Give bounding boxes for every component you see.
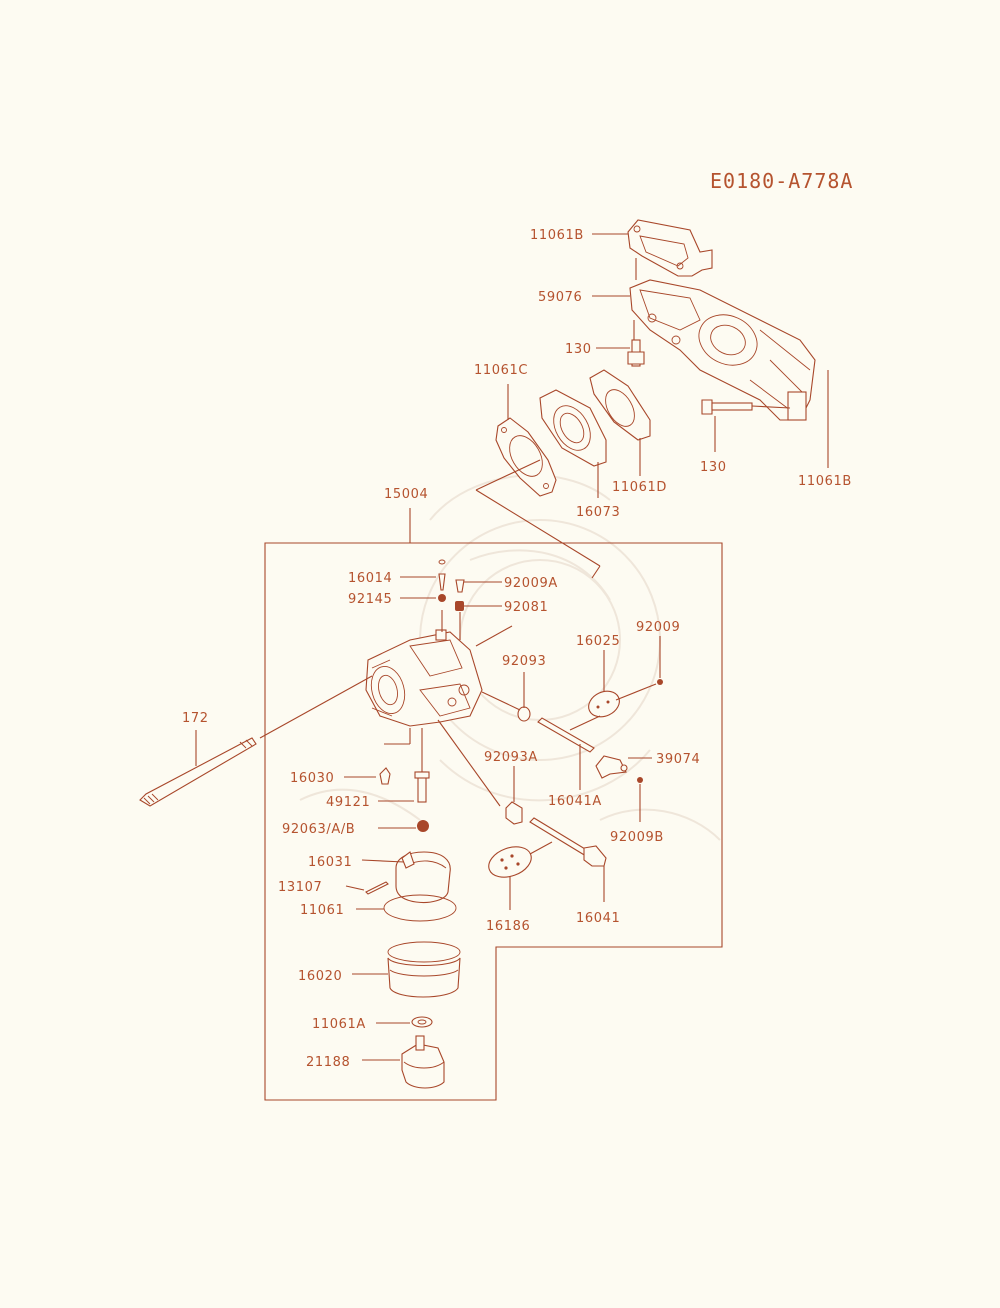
label-130-b: 130: [700, 460, 727, 475]
label-92093a: 92093A: [484, 750, 538, 765]
gasket-11061d: [589, 369, 651, 476]
screw-16014: [400, 559, 446, 591]
float-16031: [361, 851, 451, 904]
seal-92093: [517, 672, 531, 722]
label-16041a: 16041A: [548, 794, 602, 809]
spring-92081: [455, 601, 502, 611]
assembly-reference-line: [475, 459, 601, 579]
seal-92093a: [505, 766, 523, 825]
label-16031: 16031: [308, 855, 352, 870]
labels: 11061B 59076 130 11061C 130 11061D 11061…: [182, 228, 852, 1070]
label-92093: 92093: [502, 654, 546, 669]
diagram-code: E0180-A778A: [710, 169, 853, 193]
gasket-11061c: [495, 384, 557, 497]
label-92009a: 92009A: [504, 576, 558, 591]
label-172: 172: [182, 711, 209, 726]
label-11061d: 11061D: [612, 480, 667, 495]
washer-11061a: [376, 1016, 433, 1028]
assembly-boundary-15004: [264, 542, 723, 1101]
label-16014: 16014: [348, 571, 392, 586]
spring-92145: [400, 594, 446, 602]
label-21188: 21188: [306, 1055, 350, 1070]
label-16030: 16030: [290, 771, 334, 786]
label-16020: 16020: [298, 969, 342, 984]
label-15004: 15004: [384, 487, 428, 502]
label-92081: 92081: [504, 600, 548, 615]
choke-shaft-16041: [529, 817, 607, 902]
label-16186: 16186: [486, 919, 530, 934]
plate-16025: [569, 650, 657, 731]
pin-13107: [345, 881, 389, 895]
clip-16030: [344, 728, 411, 785]
label-11061: 11061: [300, 903, 344, 918]
label-16073: 16073: [576, 505, 620, 520]
screw-92009a: [455, 579, 502, 593]
stud-bolt-172: [139, 675, 373, 807]
gasket-11061: [356, 894, 457, 922]
bolt-130-horizontal: [701, 399, 791, 452]
float-bowl-16020: [352, 941, 461, 998]
solenoid-21188: [362, 1035, 445, 1089]
label-92009b: 92009B: [610, 830, 664, 845]
label-92145: 92145: [348, 592, 392, 607]
label-130-a: 130: [565, 342, 592, 357]
label-59076: 59076: [538, 290, 582, 305]
label-11061c: 11061C: [474, 363, 528, 378]
label-11061b-top: 11061B: [530, 228, 584, 243]
label-16025: 16025: [576, 634, 620, 649]
pin-49121: [378, 728, 430, 803]
jet-92063: [378, 820, 429, 832]
lever-39074: [595, 755, 652, 779]
shaft-16041a: [537, 717, 595, 790]
label-16041: 16041: [576, 911, 620, 926]
label-39074: 39074: [656, 752, 700, 767]
label-11061a: 11061A: [312, 1017, 366, 1032]
screw-92009: [657, 636, 663, 685]
label-11061b-right: 11061B: [798, 474, 852, 489]
label-92063: 92063/A/B: [282, 822, 355, 837]
label-13107: 13107: [278, 880, 322, 895]
label-49121: 49121: [326, 795, 370, 810]
spacer-16073: [539, 389, 607, 498]
gasket-11061b-top: [627, 219, 713, 280]
label-92009: 92009: [636, 620, 680, 635]
carburetor-body: [365, 629, 483, 727]
choke-plate-16186: [488, 841, 553, 910]
bolt-130-vertical: [627, 320, 645, 367]
screw-92009b: [637, 777, 643, 822]
intake-manifold-59076: [629, 279, 816, 421]
